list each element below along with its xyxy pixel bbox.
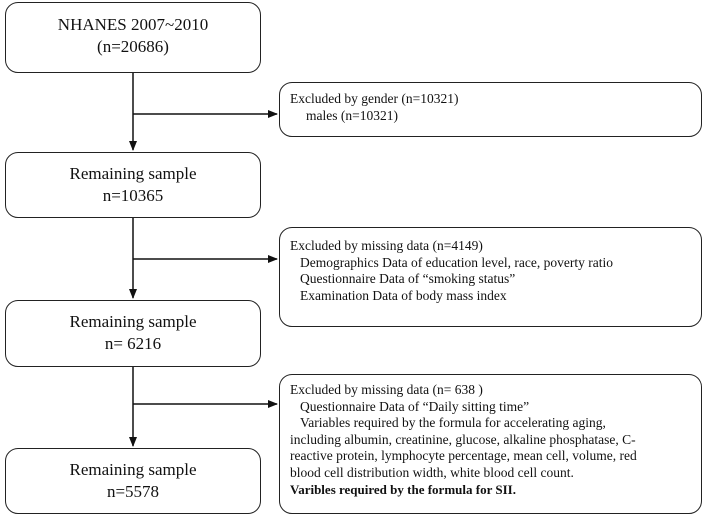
box-nhanes-total: NHANES 2007~2010 (n=20686) (5, 2, 261, 73)
excluded-gender-line: males (n=10321) (306, 107, 398, 123)
excluded-gender-title: Excluded by gender (n=10321) (290, 91, 459, 106)
remaining-1-count: n=10365 (102, 186, 164, 205)
excluded-missing-2-line-1: Questionnaire Data of “Daily sitting tim… (300, 398, 530, 414)
excluded-missing-1-line-3: Examination Data of body mass index (300, 287, 507, 303)
box-excluded-gender: Excluded by gender (n=10321) males (n=10… (279, 82, 702, 137)
excluded-missing-1-line-1: Demographics Data of education level, ra… (300, 254, 613, 270)
remaining-3-label: Remaining sample (69, 460, 197, 479)
remaining-3-count: n=5578 (106, 482, 160, 501)
excluded-missing-2-line-5: blood cell distribution width, white blo… (290, 464, 574, 480)
box-excluded-missing-2: Excluded by missing data (n= 638 ) Quest… (279, 374, 702, 514)
excluded-missing-2-line-2: Variables required by the formula for ac… (300, 415, 606, 431)
excluded-missing-1-title: Excluded by missing data (n=4149) (290, 238, 483, 253)
box-remaining-3: Remaining sample n=5578 (5, 448, 261, 514)
box-excluded-missing-1: Excluded by missing data (n=4149) Demogr… (279, 227, 702, 327)
box-nhanes-count: (n=20686) (97, 37, 169, 56)
remaining-2-label: Remaining sample (69, 312, 197, 331)
remaining-2-count: n= 6216 (104, 334, 162, 353)
excluded-missing-2-line-6: Varibles required by the formula for SII… (290, 481, 516, 497)
remaining-1-label: Remaining sample (69, 164, 197, 183)
box-nhanes-title: NHANES 2007~2010 (57, 15, 209, 34)
excluded-missing-2-title: Excluded by missing data (n= 638 ) (290, 382, 483, 397)
excluded-missing-2-line-3: including albumin, creatinine, glucose, … (290, 431, 636, 447)
excluded-missing-1-line-2: Questionnaire Data of “smoking status” (300, 271, 516, 287)
excluded-missing-2-line-4: reactive protein, lymphocyte percentage,… (290, 448, 637, 464)
box-remaining-2: Remaining sample n= 6216 (5, 300, 261, 367)
box-remaining-1: Remaining sample n=10365 (5, 152, 261, 218)
